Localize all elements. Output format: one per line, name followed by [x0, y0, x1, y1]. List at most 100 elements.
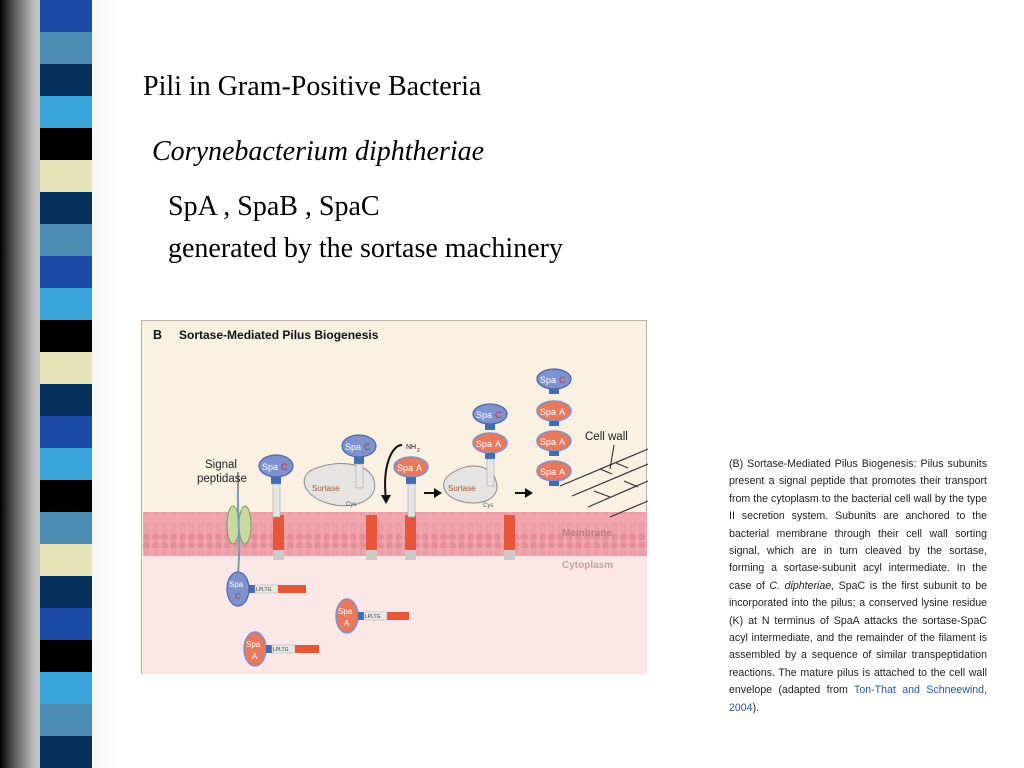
cell-wall-label: Cell wall: [585, 431, 628, 443]
strip-segment: [40, 544, 92, 577]
spac-name: Spa: [229, 580, 244, 589]
nh2-subscript: 2: [417, 448, 420, 454]
strip-segment: [40, 160, 92, 193]
strip-segment: [40, 672, 92, 705]
strip-segment: [40, 512, 92, 545]
nh2-arrowhead: [381, 495, 391, 504]
spaa-name: Spa: [338, 607, 353, 616]
spaa-letter: A: [416, 463, 422, 473]
anchor-base: [405, 550, 416, 560]
pilus-biogenesis-figure: B Sortase-Mediated Pilus Biogenesis Memb…: [141, 320, 648, 674]
spac-letter: C: [281, 462, 288, 472]
caption-reference: Ton-That and Schneewind, 2004: [729, 684, 987, 714]
sortase-1: Sortase Cys: [303, 463, 376, 508]
sortase-label: Sortase: [312, 484, 340, 493]
sorting-motif: LPLTG: [273, 647, 289, 653]
precursor-spaa-2: Spa A LPLTG: [243, 631, 319, 667]
strip-bars: [40, 0, 92, 768]
sorting-motif: LPLTG: [256, 587, 272, 593]
strip-segment: [40, 224, 92, 257]
spac-neck: [354, 457, 364, 464]
spaa-letter: A: [344, 619, 350, 628]
spac-letter: C: [364, 442, 371, 452]
cytoplasm-label: Cytoplasm: [562, 560, 613, 571]
nh2-label: NH: [406, 444, 416, 451]
spaa-name: Spa: [540, 407, 556, 417]
spac-neck: [485, 424, 495, 430]
spaa-letter: A: [559, 467, 565, 477]
membrane-label: Membrane: [562, 528, 612, 539]
cell-wall-pointer: [609, 444, 615, 470]
cytoplasm-region: [143, 537, 647, 674]
cell-wall: [559, 448, 648, 518]
precursor-spaa: Spa A LPLTG: [335, 598, 409, 634]
spaa-name: Spa: [397, 463, 413, 473]
spac-name: Spa: [476, 410, 492, 420]
spaa-neck: [485, 453, 495, 459]
spac-anchored: Spa C: [258, 454, 294, 518]
spaa-name: Spa: [540, 467, 556, 477]
caption-suffix: ).: [752, 701, 760, 714]
strip-segment: [40, 32, 92, 65]
strip-segment: [40, 192, 92, 225]
strip-segment: [40, 480, 92, 513]
cys-label: Cys: [483, 503, 493, 509]
anchor-base: [273, 550, 284, 560]
spac-spaa-intermediate: Spa C Spa A: [472, 403, 508, 487]
figure-caption: (B) Sortase-Mediated Pilus Biogenesis: P…: [729, 456, 987, 717]
caption-prefix: (B) Sortase-Mediated Pilus Biogenesis: P…: [729, 458, 987, 592]
spaa-stalk: [407, 483, 416, 518]
caption-species: C. diphteriae: [769, 579, 832, 592]
strip-segment: [40, 288, 92, 321]
step-arrowhead: [434, 488, 442, 498]
sortase-label: Sortase: [448, 484, 476, 493]
spac-neck: [271, 477, 281, 484]
anchor-base: [366, 550, 377, 560]
peptidase-label: peptidase: [197, 473, 247, 485]
strip-segment: [40, 704, 92, 737]
sorting-motif: LPLTG: [365, 614, 381, 620]
precursor-spac: Spa C LPLTG: [226, 571, 306, 607]
slide-bullet-sortase: generated by the sortase machinery: [168, 233, 563, 264]
strip-segment: [40, 608, 92, 641]
signal-label: Signal: [205, 459, 237, 471]
strip-segment: [40, 448, 92, 481]
anchor-block: [504, 515, 515, 550]
slide-bullet-proteins: SpA , SpaB , SpaC: [168, 191, 380, 222]
anchor-base: [504, 550, 515, 560]
anchor-block: [366, 515, 377, 550]
membrane-anchors: [273, 515, 515, 560]
spac-sortase-intermediate: Spa C: [341, 434, 377, 489]
slide-title: Pili in Gram-Positive Bacteria: [143, 71, 482, 102]
figure-panel-letter: B: [153, 328, 162, 342]
slide-subtitle: Corynebacterium diphtheriae: [152, 136, 485, 167]
spaa-name: Spa: [246, 640, 261, 649]
mature-pilus: Spa C Spa A Spa A Spa A: [536, 368, 572, 486]
strip-segment: [40, 416, 92, 449]
strip-segment: [40, 96, 92, 129]
strip-segment: [40, 256, 92, 289]
caption-middle: , SpaC is the first subunit to be incorp…: [729, 579, 987, 697]
strip-segment: [40, 128, 92, 161]
spaa-letter: A: [559, 437, 565, 447]
strip-segment: [40, 320, 92, 353]
anchor-block: [273, 515, 284, 550]
spaa-name: Spa: [476, 439, 492, 449]
cys-label: Cys: [346, 502, 356, 508]
strip-segment: [40, 736, 92, 768]
spac-letter: C: [495, 410, 502, 420]
spac-name: Spa: [345, 442, 361, 452]
spac-letter: C: [235, 592, 241, 601]
spaa-letter: A: [559, 407, 565, 417]
strip-segment: [40, 640, 92, 673]
spaa-letter: A: [252, 652, 258, 661]
step-arrowhead: [525, 488, 533, 498]
spaa-letter: A: [495, 439, 501, 449]
anchor-block: [405, 515, 416, 550]
nh2-arrow: [384, 444, 403, 500]
pilus-diagram: B Sortase-Mediated Pilus Biogenesis Memb…: [143, 328, 648, 674]
spaa-name: Spa: [540, 437, 556, 447]
spac-name: Spa: [540, 375, 556, 385]
spaa-anchored: Spa A: [393, 456, 429, 518]
spac-name: Spa: [262, 462, 278, 472]
